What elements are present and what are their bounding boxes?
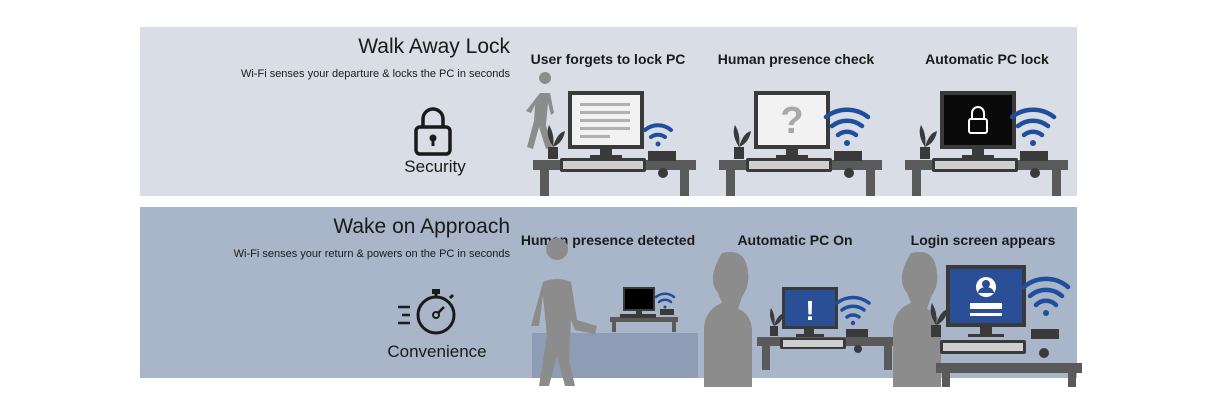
step-auto-lock-heading: Automatic PC lock	[925, 51, 1049, 67]
scene-presence-detected	[531, 238, 698, 386]
step-presence-check-heading: Human presence check	[717, 51, 875, 67]
scene-presence-check: ?	[719, 91, 882, 196]
plant-icon	[733, 125, 751, 159]
keyboard	[746, 158, 832, 172]
router	[648, 151, 676, 161]
wake-on-approach-panel: Wake on Approach Wi-Fi senses your retur…	[140, 207, 1082, 387]
mouse	[1039, 348, 1049, 358]
keyboard	[780, 338, 846, 349]
person-silhouette-icon	[893, 251, 941, 387]
mouse	[658, 168, 668, 178]
scene-auto-pc-on: !	[704, 251, 897, 387]
plant-icon	[930, 303, 948, 337]
keyboard	[560, 158, 646, 172]
mouse	[1030, 168, 1040, 178]
wifi-icon	[1009, 107, 1057, 146]
mouse	[844, 168, 854, 178]
router	[846, 329, 868, 337]
walking-person-icon	[526, 72, 554, 149]
wake-subtitle: Wi-Fi senses your return & powers on the…	[233, 248, 510, 260]
stopwatch-icon	[398, 289, 456, 335]
router	[1020, 151, 1048, 161]
router	[1031, 329, 1059, 339]
mouse	[854, 345, 862, 353]
monitor	[940, 91, 1016, 158]
wake-title: Wake on Approach	[333, 215, 510, 238]
walk-away-text-block: Walk Away Lock Wi-Fi senses your departu…	[140, 27, 510, 196]
small-desk	[610, 287, 678, 332]
step-auto-pc-on-heading: Automatic PC On	[737, 232, 853, 248]
wifi-icon	[823, 107, 871, 146]
convenience-label: Convenience	[387, 342, 487, 361]
user-avatar-icon	[976, 277, 996, 297]
screen-lock-icon	[968, 106, 988, 134]
plant-icon	[919, 125, 937, 159]
wifi-icon	[654, 292, 676, 309]
step-login-screen-heading: Login screen appears	[910, 232, 1056, 248]
router	[834, 151, 862, 161]
plant-icon	[770, 308, 784, 336]
monitor: !	[782, 287, 838, 337]
wifi-icon	[835, 295, 871, 326]
padlock-icon	[414, 107, 452, 156]
walk-away-lock-panel: Walk Away Lock Wi-Fi senses your departu…	[140, 27, 1077, 196]
walk-away-scenes: ?	[526, 72, 1068, 196]
scene-auto-lock	[905, 91, 1068, 196]
security-label: Security	[404, 157, 466, 176]
question-mark-icon: ?	[780, 100, 803, 142]
person-silhouette-icon	[704, 251, 752, 387]
alert-icon: !	[805, 295, 814, 326]
walk-away-title: Walk Away Lock	[358, 35, 510, 58]
monitor	[568, 91, 644, 158]
keyboard	[940, 340, 1026, 354]
desk	[936, 363, 1082, 387]
wake-scenes: !	[531, 238, 1082, 387]
monitor: ?	[754, 91, 830, 158]
monitor	[946, 265, 1026, 337]
scene-user-forgets	[526, 72, 696, 196]
wake-text-block: Wake on Approach Wi-Fi senses your retur…	[140, 207, 510, 378]
scene-login-screen	[893, 251, 1082, 387]
wifi-icon	[1021, 276, 1071, 316]
password-field	[970, 303, 1002, 309]
step-user-forgets-heading: User forgets to lock PC	[530, 51, 686, 67]
walk-away-subtitle: Wi-Fi senses your departure & locks the …	[240, 68, 510, 80]
plant-icon	[547, 125, 565, 159]
keyboard	[932, 158, 1018, 172]
wifi-icon	[643, 123, 673, 147]
walking-person-icon	[531, 238, 597, 386]
